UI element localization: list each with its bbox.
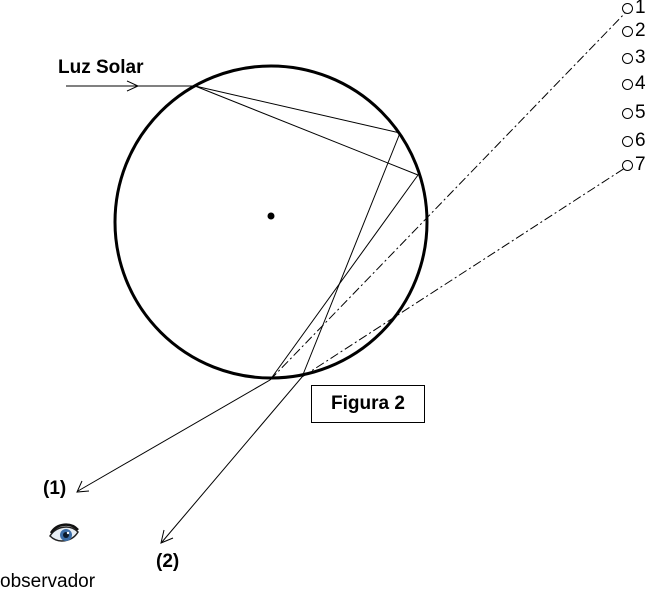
option-label: 7 — [635, 154, 646, 175]
ray-label-2: (2) — [156, 551, 180, 572]
radio-circle-icon[interactable] — [622, 25, 633, 37]
drop-center-dot — [267, 212, 275, 220]
eye-icon — [49, 523, 79, 542]
option-label: 6 — [635, 130, 646, 151]
radio-circle-icon[interactable] — [622, 2, 633, 14]
radio-circle-icon[interactable] — [622, 78, 633, 90]
internal-rays — [194, 85, 419, 381]
ray-label-1: (1) — [43, 478, 67, 499]
dashdot-sight-lines — [269, 9, 629, 381]
figure-label-box: Figura 2 — [311, 385, 425, 423]
option-7[interactable]: 7 — [622, 154, 646, 175]
radio-circle-icon[interactable] — [622, 107, 633, 119]
option-label: 3 — [635, 47, 646, 68]
option-label: 4 — [635, 73, 646, 94]
option-1[interactable]: 1 — [622, 0, 646, 18]
option-3[interactable]: 3 — [622, 47, 646, 68]
radio-circle-icon[interactable] — [622, 159, 633, 171]
sunlight-ray — [66, 80, 195, 92]
option-6[interactable]: 6 — [622, 130, 646, 151]
option-label: 1 — [635, 0, 646, 18]
option-4[interactable]: 4 — [622, 73, 646, 94]
option-label: 5 — [635, 102, 646, 123]
option-2[interactable]: 2 — [622, 20, 646, 41]
option-label: 2 — [635, 20, 646, 41]
sunlight-label: Luz Solar — [58, 57, 144, 78]
exit-ray-1 — [76, 379, 271, 493]
radio-circle-icon[interactable] — [622, 52, 633, 64]
option-5[interactable]: 5 — [622, 102, 646, 123]
radio-circle-icon[interactable] — [622, 135, 633, 147]
figure-label: Figura 2 — [331, 393, 405, 414]
water-drop-circle — [113, 64, 429, 380]
exit-ray-2 — [160, 376, 303, 544]
observer-label: observador — [0, 571, 96, 592]
